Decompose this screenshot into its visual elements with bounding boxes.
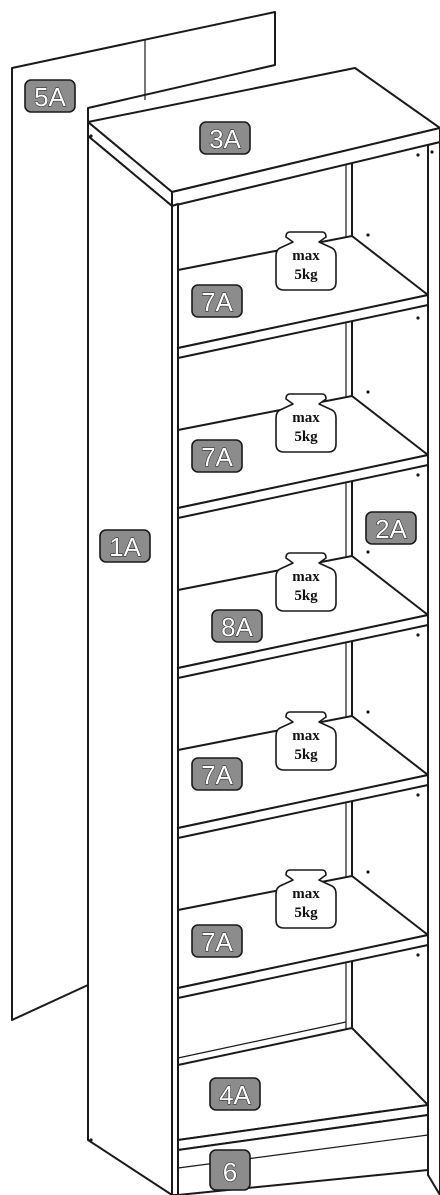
back-panel [11, 11, 276, 1021]
part-label-shelf-2: 7A [191, 439, 243, 473]
load-limit-line1: max [292, 410, 320, 426]
load-limit-line1: max [292, 886, 320, 902]
svg-text:2A: 2A [375, 514, 407, 544]
part-label-bottom-panel: 4A [209, 1077, 261, 1111]
load-limit-line2: 5kg [294, 267, 318, 283]
load-limit-icon: max 5kg [275, 552, 337, 612]
svg-text:7A: 7A [201, 442, 233, 472]
part-label-shelf-5: 7A [191, 924, 243, 958]
svg-text:8A: 8A [221, 612, 253, 642]
svg-text:4A: 4A [219, 1080, 251, 1110]
load-limit-line1: max [292, 569, 320, 585]
load-limit-line2: 5kg [294, 747, 318, 763]
svg-text:5A: 5A [34, 82, 66, 112]
part-label-shelf-1: 7A [191, 284, 243, 318]
part-label-top-panel: 3A [199, 121, 251, 155]
shelf-1 [177, 235, 429, 359]
svg-text:6: 6 [223, 1157, 237, 1187]
part-label-left-side: 1A [99, 529, 151, 563]
bottom-panel [177, 1021, 429, 1151]
part-label-right-side: 2A [365, 511, 417, 545]
load-limit-line2: 5kg [294, 588, 318, 604]
svg-text:3A: 3A [209, 124, 241, 154]
load-limit-icon: max 5kg [275, 393, 337, 453]
svg-text:1A: 1A [109, 532, 141, 562]
load-limit-line1: max [292, 728, 320, 744]
svg-text:7A: 7A [201, 927, 233, 957]
svg-text:7A: 7A [201, 287, 233, 317]
part-label-back-panel: 5A [24, 79, 76, 113]
part-label-shelf-3: 8A [211, 609, 263, 643]
part-label-plinth: 6 [209, 1149, 251, 1191]
load-limit-line2: 5kg [294, 429, 318, 445]
load-limit-line2: 5kg [294, 905, 318, 921]
left-side-panel [87, 134, 179, 1195]
svg-text:7A: 7A [201, 760, 233, 790]
load-limit-icon: max 5kg [275, 869, 337, 929]
part-label-shelf-4: 7A [191, 757, 243, 791]
load-limit-line1: max [292, 248, 320, 264]
shelf-4 [177, 715, 429, 839]
load-limit-icon: max 5kg [275, 711, 337, 771]
shelf-5 [177, 875, 429, 999]
top-panel [87, 67, 440, 207]
load-limit-icon: max 5kg [275, 231, 337, 291]
